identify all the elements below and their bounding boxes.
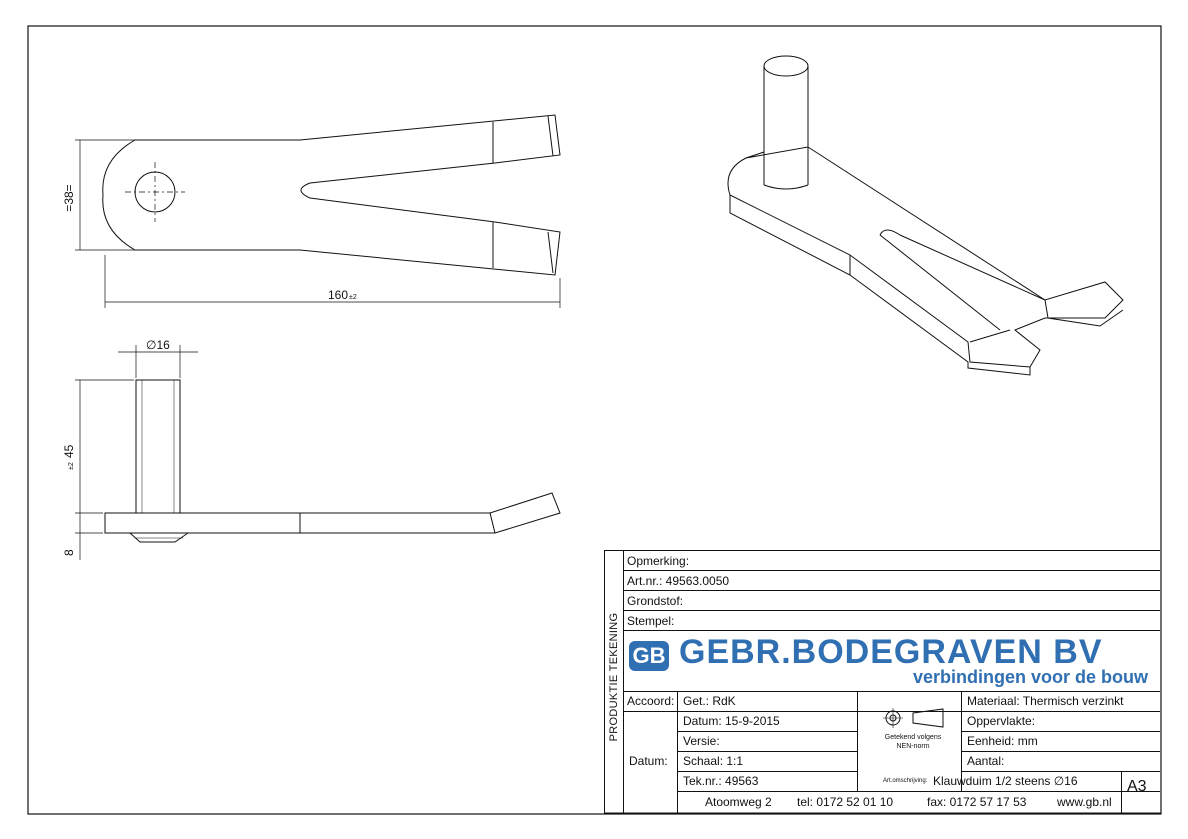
artnr-value: Art.nr.: 49563.0050 xyxy=(627,574,730,588)
dim-thickness: 8 xyxy=(62,549,76,556)
artnr-row: Art.nr.: 49563.0050 xyxy=(623,571,1160,591)
materiaal-value: Materiaal: Thermisch verzinkt xyxy=(967,694,1124,708)
company-tagline: verbindingen voor de bouw xyxy=(912,667,1148,687)
versie-value: Versie: xyxy=(683,734,720,748)
fax: fax: 0172 57 17 53 xyxy=(927,795,1027,809)
logo-mark: GB xyxy=(629,641,669,671)
address: Atoomweg 2 xyxy=(705,795,772,809)
format-value: A3 xyxy=(1127,778,1147,795)
title-block: PRODUKTIE TEKENING Opmerking: Art.nr.: 4… xyxy=(604,550,1160,813)
company-logo: GB GEBR.BODEGRAVEN BV verbindingen voor … xyxy=(623,631,1160,692)
accoord-label: Accoord: xyxy=(627,694,675,708)
dim-width: =38= xyxy=(62,184,76,211)
opmerking-label: Opmerking: xyxy=(627,554,690,568)
opmerking-row: Opmerking: xyxy=(623,551,1160,571)
top-view xyxy=(102,114,561,276)
side-label-strip: PRODUKTIE TEKENING xyxy=(605,551,624,813)
schaal-value: Schaal: 1:1 xyxy=(683,754,744,768)
isometric-view xyxy=(727,55,1124,376)
website: www.gb.nl xyxy=(1057,795,1112,809)
telephone: tel: 0172 52 01 10 xyxy=(797,795,894,809)
teknr-value: Tek.nr.: 49563 xyxy=(683,774,759,788)
side-label: PRODUKTIE TEKENING xyxy=(608,612,620,742)
sheet-border xyxy=(27,25,1162,815)
dim-length-tol: ±2 xyxy=(349,294,357,301)
dim-height-tol: ±2 xyxy=(68,462,75,470)
art-omschrijving-value: Klauwduim 1/2 steens ∅16 xyxy=(933,774,1078,788)
company-name: GEBR.BODEGRAVEN BV xyxy=(679,633,1103,671)
art-omschrijving-label: Art.omschrijving: xyxy=(883,778,928,784)
get-value: Get.: RdK xyxy=(683,694,736,708)
grondstof-row: Grondstof: xyxy=(623,591,1160,611)
side-view-dimensions xyxy=(75,345,198,560)
eenheid-value: Eenheid: mm xyxy=(967,734,1038,748)
oppervlakte-label: Oppervlakte: xyxy=(967,714,1036,728)
datum-label: Datum: xyxy=(629,754,668,768)
stempel-label: Stempel: xyxy=(627,614,675,628)
projection-symbol-icon xyxy=(883,708,944,728)
dim-length: 160 xyxy=(328,288,348,302)
dim-diameter: ∅16 xyxy=(146,338,170,352)
side-view xyxy=(104,379,561,543)
grondstof-label: Grondstof: xyxy=(627,594,684,608)
datum-value: Datum: 15-9-2015 xyxy=(683,714,780,728)
dim-height: 45 xyxy=(62,444,76,458)
norm-text: Getekend volgens NEN-norm xyxy=(884,734,942,750)
top-view-dimensions xyxy=(75,139,561,308)
aantal-label: Aantal: xyxy=(967,754,1005,768)
stempel-row: Stempel: xyxy=(623,611,1160,631)
